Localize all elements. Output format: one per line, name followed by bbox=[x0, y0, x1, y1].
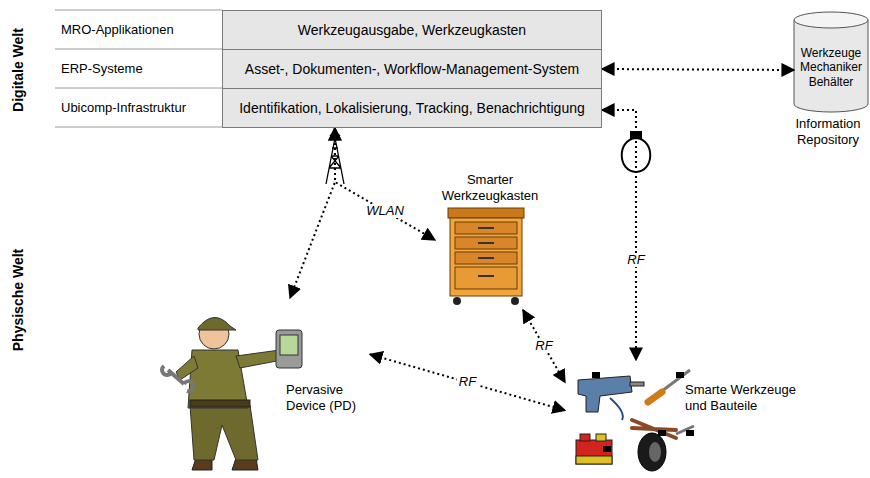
mechanic-illustration-part bbox=[198, 317, 236, 330]
node-text: Asset-, Dokumenten-, Workflow-Management… bbox=[223, 50, 601, 88]
world-label: Physische Welt bbox=[9, 235, 27, 365]
toolbox-illustration-part bbox=[478, 275, 494, 277]
dotted-connector bbox=[523, 310, 565, 382]
tools-illustration-part bbox=[638, 433, 666, 471]
layer-box: ERP-SystemeAsset-, Dokumenten-, Workflow… bbox=[222, 49, 602, 89]
dotted-connector bbox=[370, 354, 565, 410]
dotted-connector bbox=[602, 110, 636, 360]
tools-illustration-part bbox=[592, 372, 600, 378]
repository-cylinder bbox=[794, 12, 868, 112]
connector-label: RF bbox=[533, 339, 554, 353]
tools-illustration-part bbox=[658, 430, 666, 436]
toolbox-illustration-part bbox=[455, 222, 517, 234]
mechanic-illustration-part bbox=[176, 356, 198, 380]
node-text: Smarte Werkzeuge und Bauteile bbox=[685, 382, 799, 413]
toolbox-illustration-part bbox=[478, 242, 494, 244]
tools-illustration-part bbox=[578, 376, 632, 412]
node-text: Werkzeugausgabe, Werkzeugkasten bbox=[223, 11, 601, 49]
tools-illustration-part bbox=[610, 398, 623, 420]
tools-illustration bbox=[576, 370, 694, 471]
mechanic-illustration-part bbox=[276, 330, 302, 368]
smart-tools-node: Smarte Werkzeuge und Bauteile bbox=[565, 360, 800, 472]
layer-label: ERP-Systeme bbox=[61, 50, 216, 88]
toolbox-illustration bbox=[448, 208, 524, 305]
layer-box: MRO-ApplikationenWerkzeugausgabe, Werkze… bbox=[222, 10, 602, 50]
mechanic-illustration-part bbox=[236, 350, 282, 368]
toolbox-node: Smarter Werkzeugkasten bbox=[435, 170, 545, 310]
mechanic-illustration-part bbox=[190, 405, 258, 460]
mechanic-illustration-part bbox=[280, 335, 298, 355]
mechanic-illustration-part bbox=[162, 366, 193, 391]
mechanic-node: Pervasive Device (PD) bbox=[170, 298, 370, 474]
mechanic-illustration-part bbox=[190, 400, 250, 407]
layer-box: Ubicomp-InfrastrukturIdentifikation, Lok… bbox=[222, 88, 602, 128]
tools-illustration-part bbox=[648, 392, 662, 402]
dotted-connector bbox=[335, 128, 435, 240]
mechanic-illustration bbox=[162, 317, 302, 470]
connector-label: RF bbox=[457, 375, 478, 389]
toolbox-illustration-part bbox=[450, 218, 522, 296]
world-label: Digitale Welt bbox=[9, 5, 27, 135]
connector-label: RF bbox=[625, 253, 646, 267]
dotted-connector bbox=[290, 128, 335, 298]
node-text: Werkzeuge Mechaniker Behälter bbox=[796, 46, 866, 89]
node-text: Information Repository bbox=[788, 116, 868, 147]
repository-cylinder-part bbox=[794, 20, 868, 112]
node-text: Pervasive Device (PD) bbox=[286, 382, 370, 413]
tools-illustration-part bbox=[596, 434, 606, 441]
tools-illustration-part bbox=[686, 430, 694, 436]
repository-cylinder-part bbox=[794, 12, 868, 28]
row-rules-part bbox=[55, 127, 222, 128]
tools-illustration-part bbox=[676, 372, 684, 378]
row-rules-part bbox=[55, 10, 222, 11]
database-cylinder: Werkzeuge Mechaniker BehälterInformation… bbox=[794, 12, 868, 112]
toolbox-illustration-part bbox=[448, 208, 524, 218]
dotted-connector bbox=[602, 69, 794, 70]
toolbox-illustration-part bbox=[511, 297, 519, 305]
tools-illustration-part bbox=[576, 440, 612, 464]
tools-illustration-part bbox=[580, 434, 590, 441]
node-text: Identifikation, Lokalisierung, Tracking,… bbox=[223, 89, 601, 127]
tools-illustration-part bbox=[576, 456, 612, 464]
toolbox-illustration-part bbox=[455, 252, 517, 264]
tools-illustration-part bbox=[603, 446, 611, 452]
connector-label: WLAN bbox=[364, 204, 406, 218]
tools-illustration-part bbox=[649, 442, 661, 462]
row-rules bbox=[55, 10, 222, 127]
toolbox-illustration-part bbox=[478, 257, 494, 259]
layer-label: MRO-Applikationen bbox=[61, 11, 216, 49]
tools-illustration-part bbox=[630, 382, 644, 386]
row-rules-part bbox=[55, 49, 222, 50]
toolbox-illustration-part bbox=[478, 227, 494, 229]
row-rules-part bbox=[55, 88, 222, 89]
node-text: Smarter Werkzeugkasten bbox=[435, 172, 545, 203]
toolbox-illustration-part bbox=[455, 237, 517, 249]
toolbox-illustration-part bbox=[453, 297, 461, 305]
toolbox-illustration-part bbox=[455, 267, 517, 289]
layer-label: Ubicomp-Infrastruktur bbox=[61, 89, 216, 127]
